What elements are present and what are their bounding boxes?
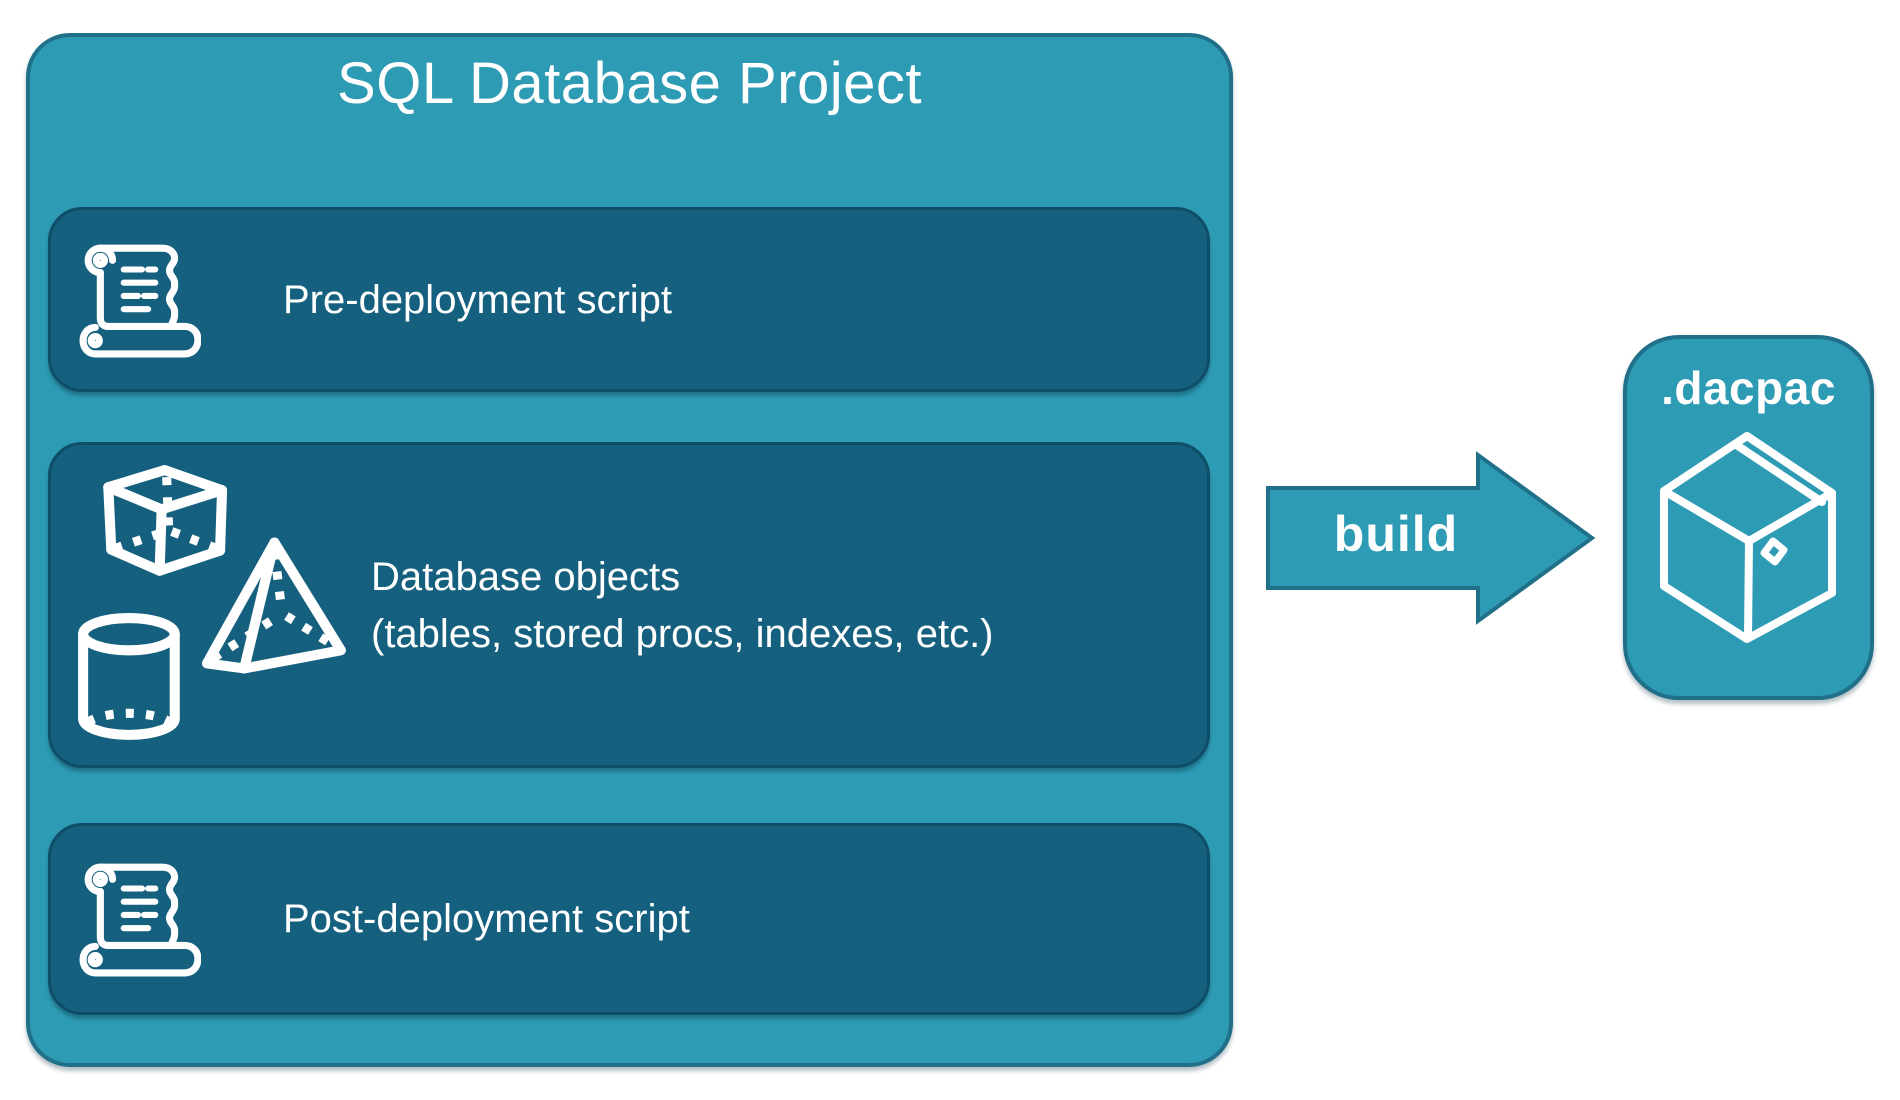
build-arrow [1264, 450, 1598, 626]
database-objects-label: Database objects (tables, stored procs, … [371, 445, 994, 765]
build-arrow-label: build [1333, 506, 1459, 562]
project-title: SQL Database Project [337, 51, 922, 116]
pyramid-icon [201, 537, 346, 674]
pre-deployment-label: Pre-deployment script [283, 277, 673, 322]
package-icon [1658, 431, 1840, 643]
pre-deployment-box: Pre-deployment script [48, 207, 1210, 392]
dacpac-label: .dacpac [1661, 362, 1836, 414]
dacpac-box: .dacpac [1623, 335, 1874, 700]
database-objects-box: Database objects (tables, stored procs, … [48, 442, 1210, 768]
cylinder-icon [78, 613, 180, 740]
post-deployment-label: Post-deployment script [283, 897, 690, 941]
database-objects-line1: Database objects [371, 554, 681, 599]
cube-icon [103, 465, 228, 576]
database-objects-line2: (tables, stored procs, indexes, etc.) [371, 611, 994, 656]
scroll-icon [79, 239, 201, 361]
scroll-icon [79, 858, 201, 980]
post-deployment-box: Post-deployment script [48, 823, 1210, 1015]
database-shapes-icons [67, 459, 359, 751]
